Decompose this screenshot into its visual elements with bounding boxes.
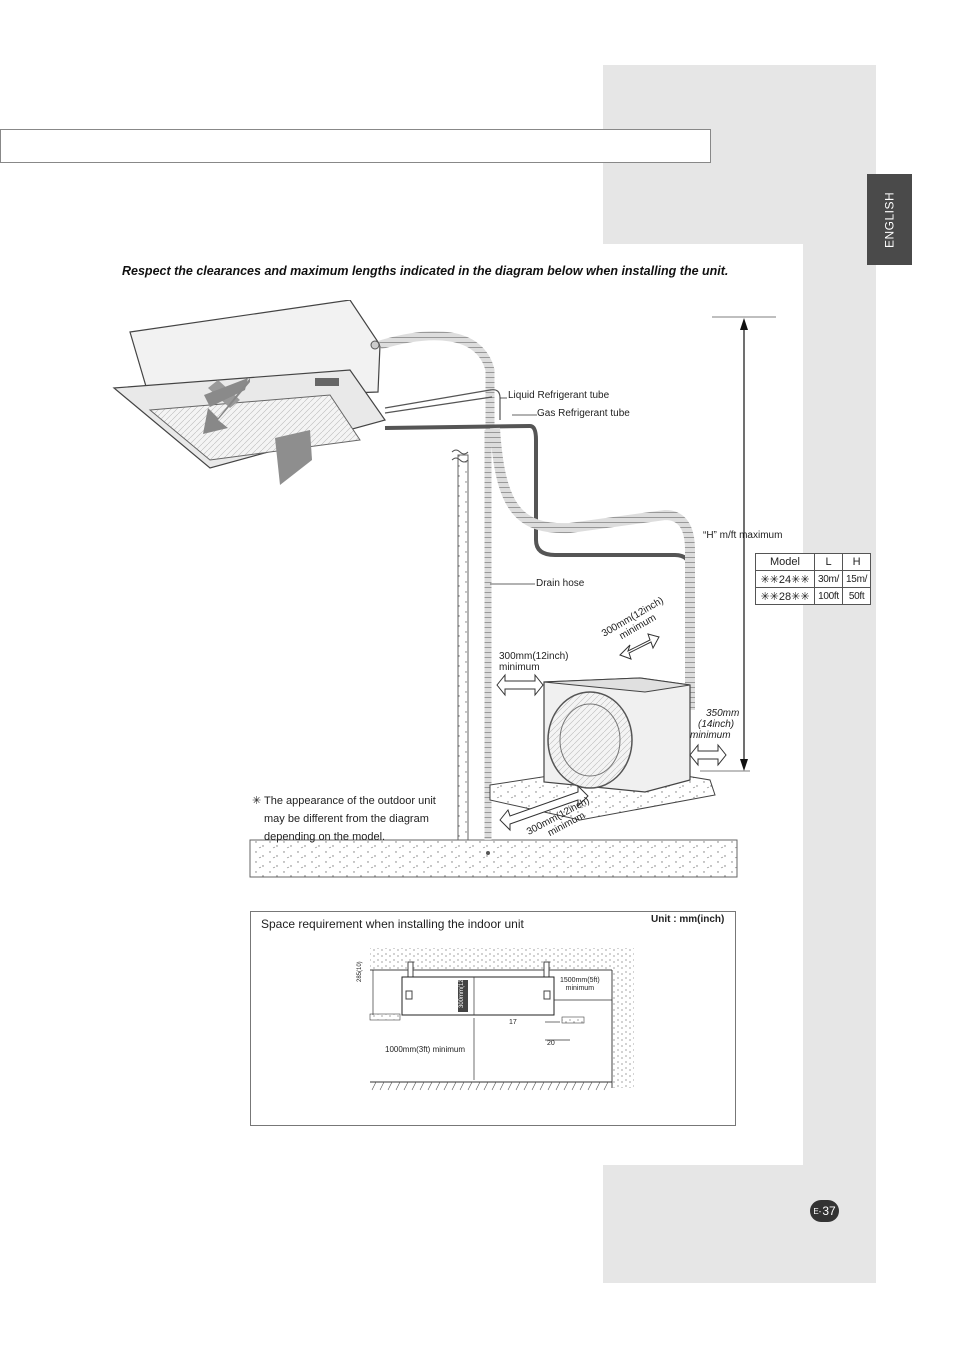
star-icon: ✳ [252, 795, 262, 807]
clear-right-label: 350mm (14inch) minimum [690, 708, 740, 741]
table-header-row: Model L H [755, 553, 872, 571]
wall [457, 454, 469, 841]
clear-left-label: 300mm(12inch)minimum [499, 651, 569, 673]
gas-tube-label: Gas Refrigerant tube [537, 408, 630, 419]
h-max-label: “H” m/ft maximum [703, 530, 783, 541]
page-number: E-37 [810, 1200, 839, 1222]
language-tab [867, 174, 912, 265]
indoor-space-box [250, 911, 736, 1126]
outdoor-unit [543, 677, 691, 793]
unit-label: Unit : mm(inch) [651, 914, 725, 925]
model-table: Model L H ✳✳24✳✳ 30m/ 15m/ ✳✳28✳✳ 100ft … [755, 553, 872, 605]
indoor-height-left: 285(10) [357, 961, 363, 982]
table-row: ✳✳24✳✳ 30m/ 15m/ [755, 570, 872, 588]
indoor-height-inner: 300mm(12) [459, 977, 465, 1008]
indoor-floor-clearance: 1000mm(3ft) minimum [385, 1045, 466, 1054]
intro-text: Respect the clearances and maximum lengt… [122, 264, 729, 278]
table-row: ✳✳28✳✳ 100ft 50ft [755, 587, 872, 605]
indoor-side-clearance: 1500mm(5ft)minimum [560, 977, 600, 992]
liquid-tube-label: Liquid Refrigerant tube [508, 390, 610, 401]
indoor-dim-20: 20 [547, 1040, 555, 1047]
header-bar [0, 129, 711, 163]
ground-slab [249, 839, 738, 878]
outdoor-note: ✳The appearance of the outdoor unit may … [252, 792, 472, 846]
drain-hose-label: Drain hose [536, 578, 585, 589]
indoor-space-diagram [369, 948, 634, 1091]
indoor-dim-17: 17 [509, 1019, 517, 1026]
indoor-unit [112, 300, 386, 485]
installation-diagram [112, 300, 776, 878]
language-tab-label: ENGLISH [882, 191, 897, 248]
indoor-space-title: Space requirement when installing the in… [261, 917, 524, 931]
